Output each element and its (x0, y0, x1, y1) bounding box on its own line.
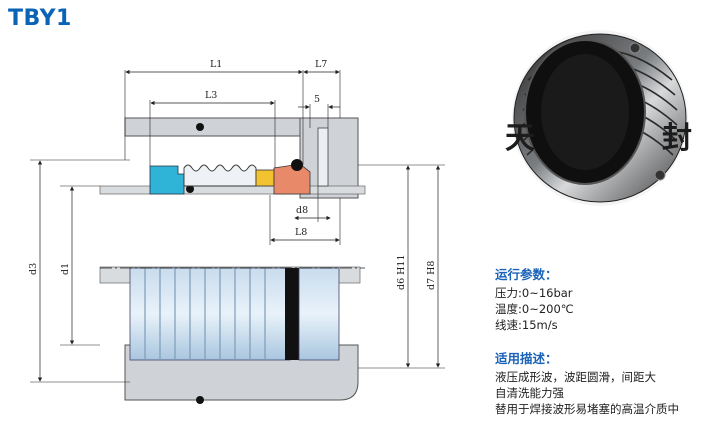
seal-oring-band (285, 268, 299, 360)
bellows-exterior (129, 267, 291, 361)
seat-ring (149, 165, 185, 195)
label-L8: L8 (295, 227, 307, 238)
label-d6: d6 H11 (396, 254, 407, 290)
application-heading: 适用描述： (495, 351, 558, 366)
label-L1: L1 (210, 59, 222, 70)
bellows-ridges (144, 268, 266, 360)
label-L3: L3 (205, 90, 217, 101)
watermark-left: 天 (505, 121, 535, 156)
operating-line: 温度:0~200℃ (495, 302, 574, 316)
insert-block (255, 169, 275, 187)
operating-line: 压力:0~16bar (495, 286, 573, 300)
product-photo (512, 30, 688, 206)
application-line: 液压成形波，波距圆滑，间距大 (495, 370, 656, 384)
bellows-top (183, 164, 257, 187)
operating-line: 线速:15m/s (495, 318, 558, 332)
model-title: TBY1 (8, 6, 72, 31)
seat-oring (186, 185, 194, 193)
label-d1: d1 (60, 263, 71, 275)
face-ring-exterior (298, 267, 340, 361)
application-description: 适用描述： 液压成形波，波距圆滑，间距大 自清洗能力强 替用于焊接波形易堵塞的高… (495, 348, 715, 417)
label-d8: d8 (296, 205, 308, 216)
application-line: 替用于焊接波形易堵塞的高温介质中 (495, 402, 679, 416)
housing-oring-bottom (196, 396, 204, 404)
label-L7: L7 (315, 59, 327, 70)
pin (317, 127, 329, 187)
face-oring (291, 159, 303, 171)
application-line: 自清洗能力强 (495, 386, 564, 400)
shaft-top (99, 185, 366, 195)
label-5: 5 (314, 94, 320, 105)
label-d7: d7 H8 (426, 261, 437, 290)
label-d3: d3 (28, 263, 39, 275)
mating-face (273, 163, 311, 195)
operating-heading: 运行参数： (495, 267, 558, 282)
operating-params: 运行参数： 压力:0~16bar 温度:0~200℃ 线速:15m/s (495, 264, 715, 333)
watermark-right: 封 (662, 121, 692, 156)
housing-oring-top (196, 123, 204, 131)
